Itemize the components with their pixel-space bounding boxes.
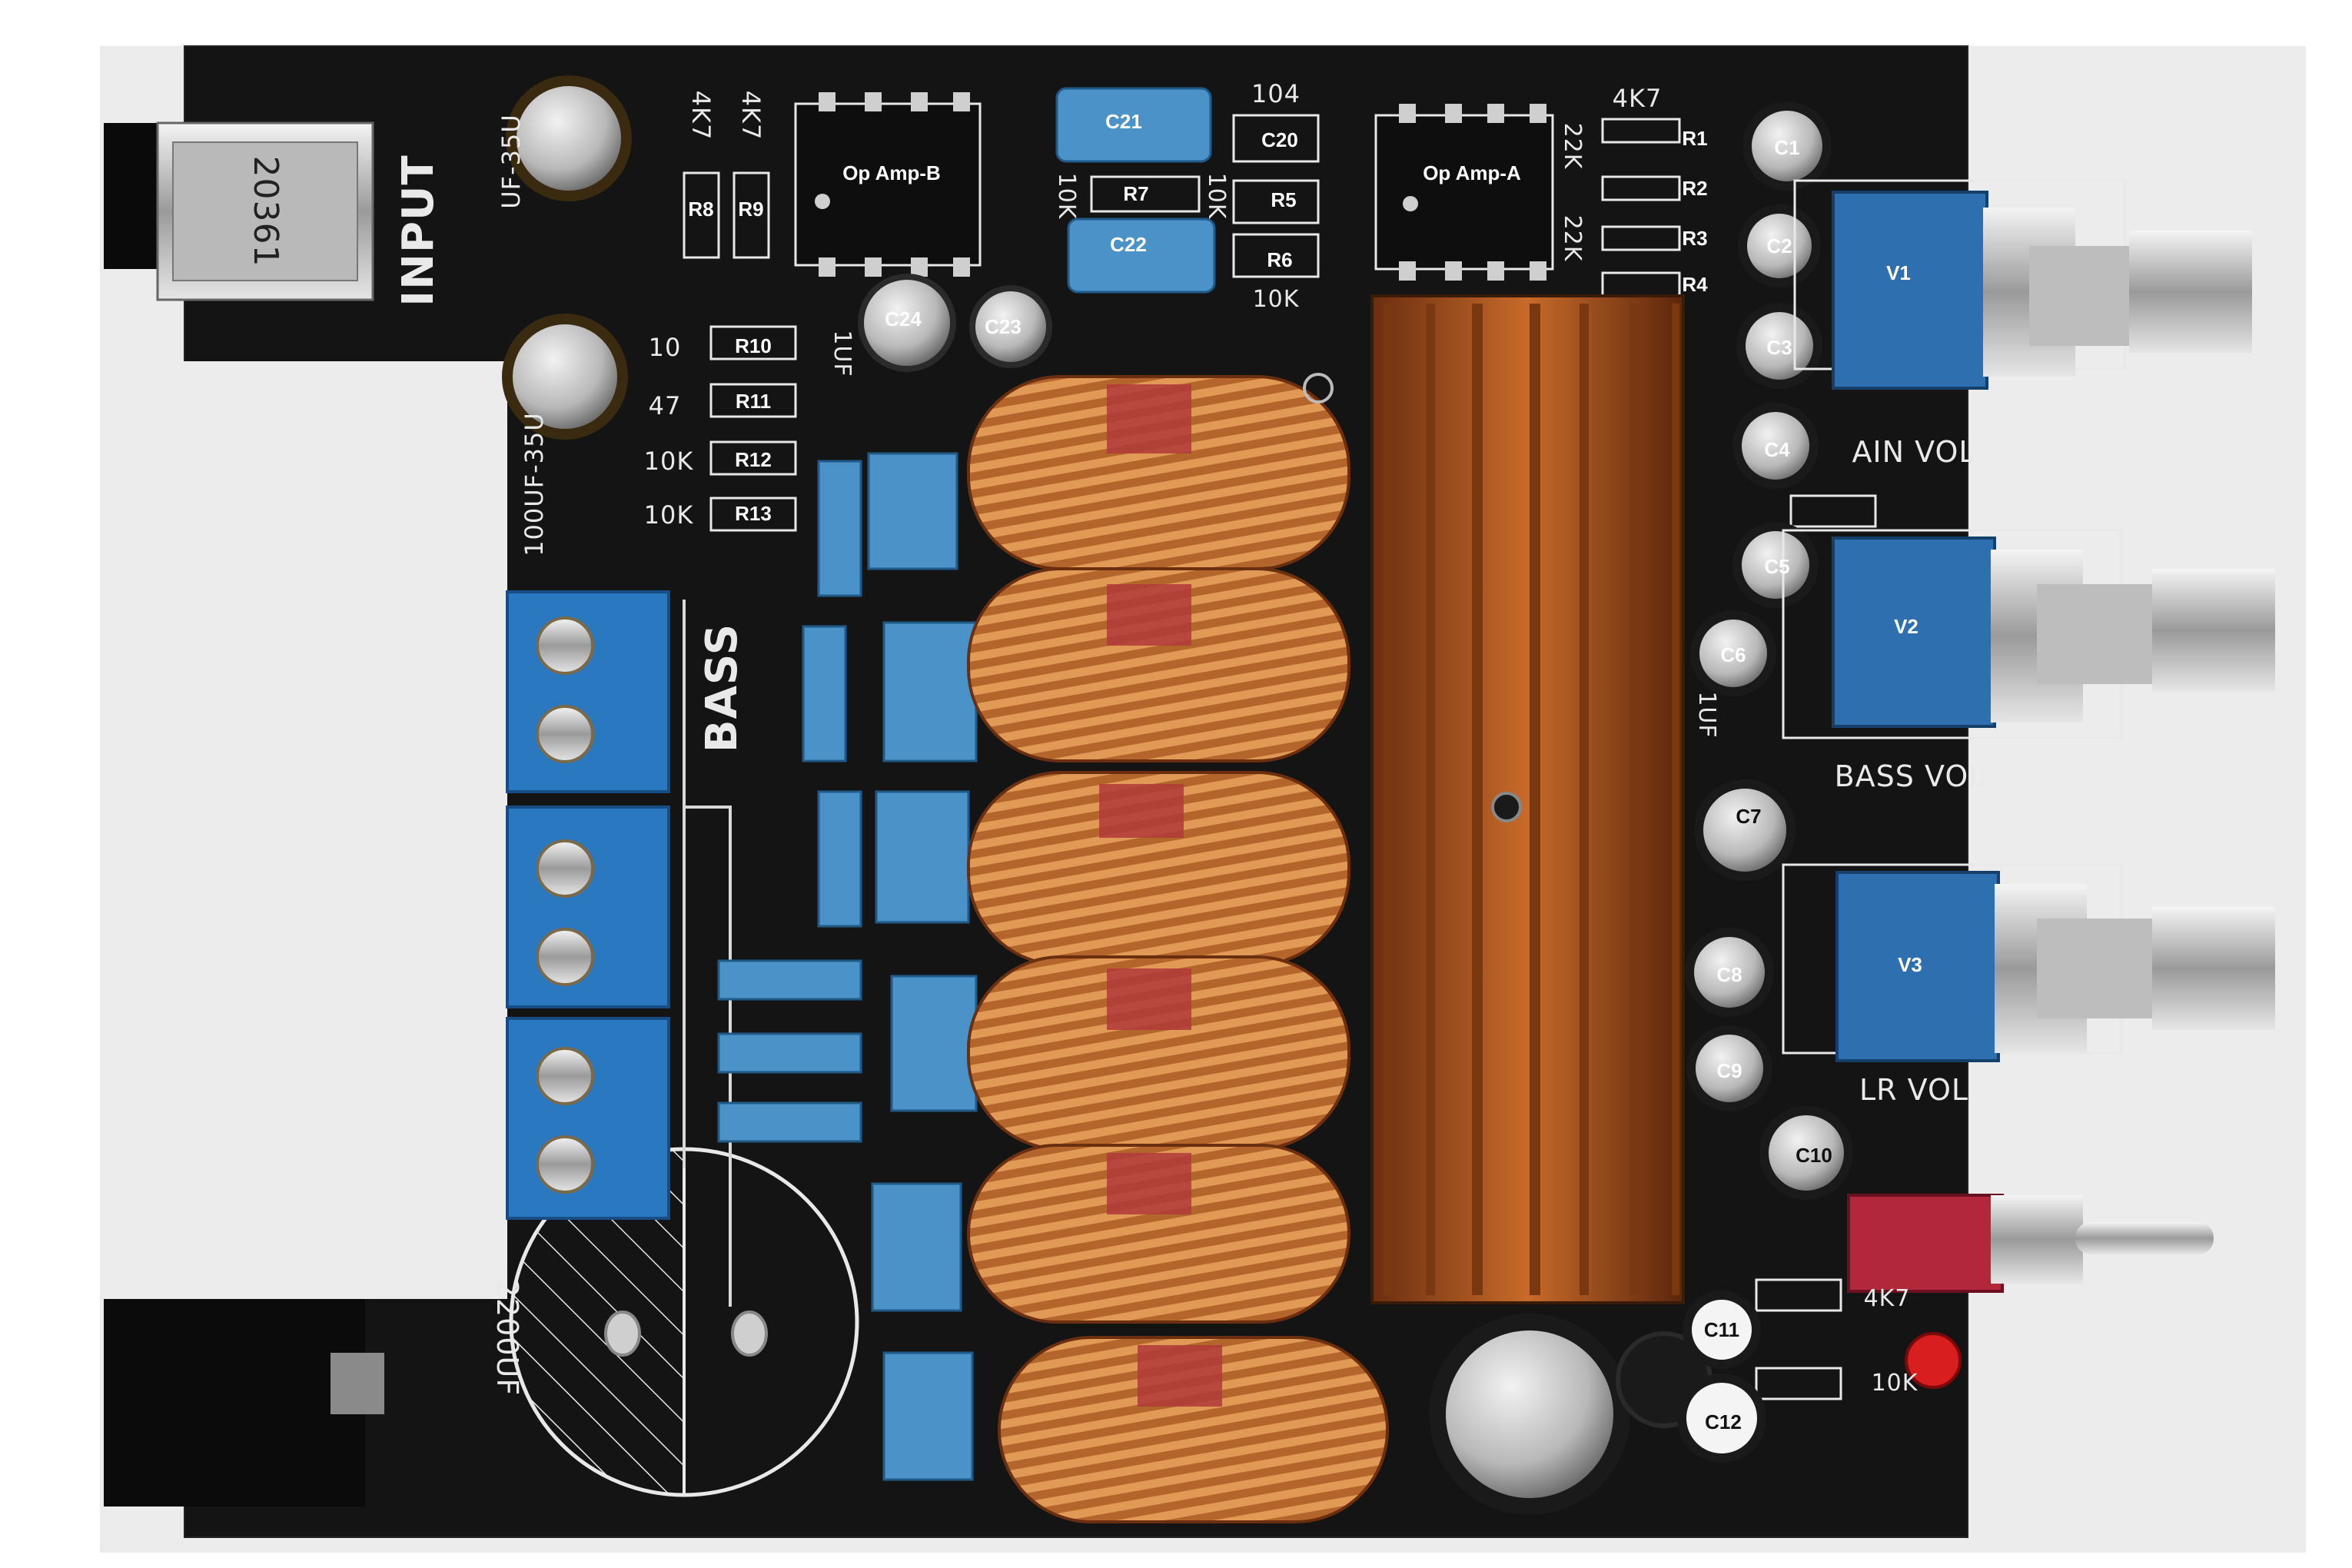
r-22k-b-label: 22K bbox=[1559, 214, 1586, 262]
cap-100uf-label: 100UF-35U bbox=[520, 412, 549, 556]
r10-label: R10 bbox=[735, 334, 772, 357]
r-10k-f-label: 10K bbox=[1871, 1370, 1918, 1397]
c5-label: C5 bbox=[1764, 555, 1790, 578]
c22-label: C22 bbox=[1110, 233, 1147, 256]
c6-label: C6 bbox=[1720, 643, 1746, 666]
cap-1uf-a-label: 1UF bbox=[829, 330, 855, 377]
c23-label: C23 bbox=[985, 315, 1022, 338]
r-104-label: 104 bbox=[1251, 79, 1301, 108]
r9-label: R9 bbox=[738, 198, 764, 221]
r3-label: R3 bbox=[1682, 227, 1708, 250]
c24-label: C24 bbox=[885, 307, 922, 331]
bass-label: BASS bbox=[697, 623, 747, 753]
v1-label: V1 bbox=[1886, 261, 1911, 284]
r-10k-a-label: 10K bbox=[1053, 172, 1080, 220]
r-4k7-c-label: 4K7 bbox=[1612, 84, 1663, 113]
c10-label: C10 bbox=[1796, 1144, 1832, 1167]
v3-label: V3 bbox=[1898, 953, 1922, 976]
r-4k7-d-label: 4K7 bbox=[1863, 1285, 1911, 1312]
lr-vol-label: LR VOL bbox=[1859, 1073, 1969, 1107]
c4-label: C4 bbox=[1764, 438, 1790, 461]
r-10k-c-label: 10K bbox=[1252, 286, 1300, 313]
main-vol-label: AIN VOL bbox=[1852, 435, 1976, 469]
r2-label: R2 bbox=[1682, 177, 1708, 200]
cap-2200uf-label: 2200UF bbox=[490, 1278, 524, 1397]
r-22k-a-label: 22K bbox=[1559, 122, 1586, 170]
r-10k-d-label: 10K bbox=[643, 447, 694, 476]
r7-label: R7 bbox=[1123, 182, 1149, 205]
r6-label: R6 bbox=[1267, 248, 1293, 271]
jack-code-label: 20361 bbox=[246, 155, 285, 267]
c9-label: C9 bbox=[1716, 1059, 1742, 1082]
op-amp-a-label: Op Amp-A bbox=[1423, 161, 1521, 184]
c12-label: C12 bbox=[1705, 1410, 1742, 1433]
c20-label: C20 bbox=[1261, 128, 1298, 151]
c8-label: C8 bbox=[1716, 963, 1742, 986]
cap-1uf-b-label: 1UF bbox=[1693, 691, 1720, 739]
c1-label: C1 bbox=[1774, 136, 1800, 159]
r13-label: R13 bbox=[735, 502, 772, 525]
r-10-label: 10 bbox=[648, 333, 682, 362]
r-4k7-a-label: 4K7 bbox=[686, 90, 716, 141]
r-4k7-b-label: 4K7 bbox=[736, 90, 766, 141]
c7-label: C7 bbox=[1736, 805, 1762, 828]
input-label: INPUT bbox=[394, 154, 443, 307]
c21-label: C21 bbox=[1105, 110, 1142, 133]
r5-label: R5 bbox=[1271, 188, 1297, 211]
r1-label: R1 bbox=[1682, 127, 1708, 150]
c11-label: C11 bbox=[1703, 1318, 1740, 1341]
op-amp-b-label: Op Amp-B bbox=[842, 161, 941, 184]
r4-label: R4 bbox=[1682, 273, 1708, 296]
r-47-label: 47 bbox=[648, 391, 682, 420]
r11-label: R11 bbox=[735, 390, 772, 413]
bass-vol-label: BASS VOL bbox=[1834, 759, 1986, 793]
r12-label: R12 bbox=[735, 448, 772, 471]
r8-label: R8 bbox=[688, 198, 714, 221]
v2-label: V2 bbox=[1894, 615, 1918, 638]
cap-35v-label: UF-35U bbox=[497, 114, 526, 209]
r-10k-b-label: 10K bbox=[1203, 172, 1230, 220]
c3-label: C3 bbox=[1766, 336, 1792, 359]
c2-label: C2 bbox=[1766, 234, 1792, 257]
r-10k-e-label: 10K bbox=[643, 500, 694, 530]
